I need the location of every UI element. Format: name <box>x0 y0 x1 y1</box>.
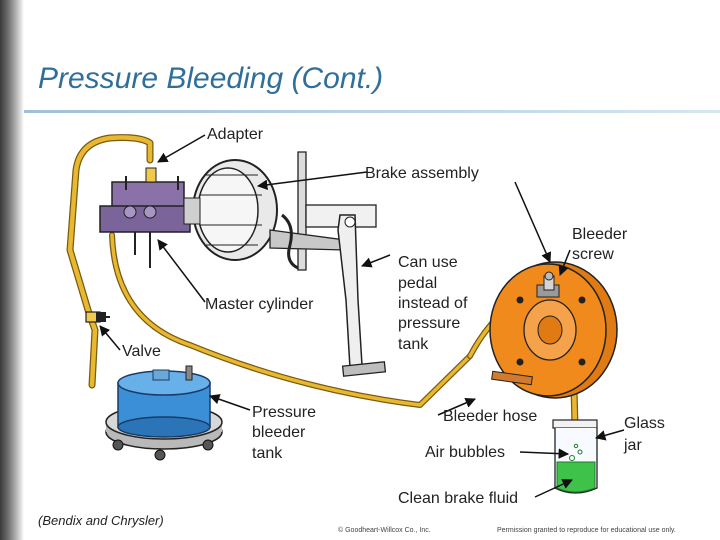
label-pressure-tank-line3: tank <box>252 445 283 462</box>
brake-assembly <box>489 261 618 399</box>
bleeder-screw <box>543 271 555 291</box>
label-pressure-tank-line2: bleeder <box>252 424 306 441</box>
master-cylinder <box>99 167 191 268</box>
label-can-use-line1: Can use <box>398 254 458 271</box>
label-air-bubbles: Air bubbles <box>425 444 505 461</box>
label-clean-brake-fluid: Clean brake fluid <box>398 490 518 507</box>
label-adapter: Adapter <box>207 126 264 143</box>
label-bleeder-screw-line1: Bleeder <box>572 226 628 243</box>
glass-jar <box>552 419 598 494</box>
label-pressure-tank-line1: Pressure <box>252 404 316 421</box>
copyright-notice: © Goodheart-Willcox Co., Inc. <box>338 527 431 534</box>
label-bleeder-screw-line2: screw <box>572 246 614 263</box>
slide-title: Pressure Bleeding (Cont.) <box>38 62 384 95</box>
label-valve: Valve <box>122 343 161 360</box>
title-divider <box>24 110 720 113</box>
label-can-use-line4: pressure <box>398 315 460 332</box>
brake-booster <box>183 159 278 261</box>
label-bleeder-hose: Bleeder hose <box>443 408 537 425</box>
label-can-use-line3: instead of <box>398 295 468 312</box>
label-can-use-line5: tank <box>398 336 429 353</box>
label-glass-jar-line1: Glass <box>624 415 665 432</box>
image-credit: (Bendix and Chrysler) <box>38 513 164 528</box>
pedal-assembly <box>269 151 387 377</box>
label-master-cylinder: Master cylinder <box>205 296 314 313</box>
permission-notice: Permission granted to reproduce for educ… <box>497 527 676 534</box>
left-accent-bar <box>0 0 24 540</box>
label-can-use-line2: pedal <box>398 275 437 292</box>
valve <box>85 311 110 323</box>
pressure-bleeder-tank <box>105 365 223 461</box>
label-brake-assembly: Brake assembly <box>365 165 479 182</box>
label-glass-jar-line2: jar <box>623 437 642 454</box>
leader-arrows <box>99 134 625 498</box>
